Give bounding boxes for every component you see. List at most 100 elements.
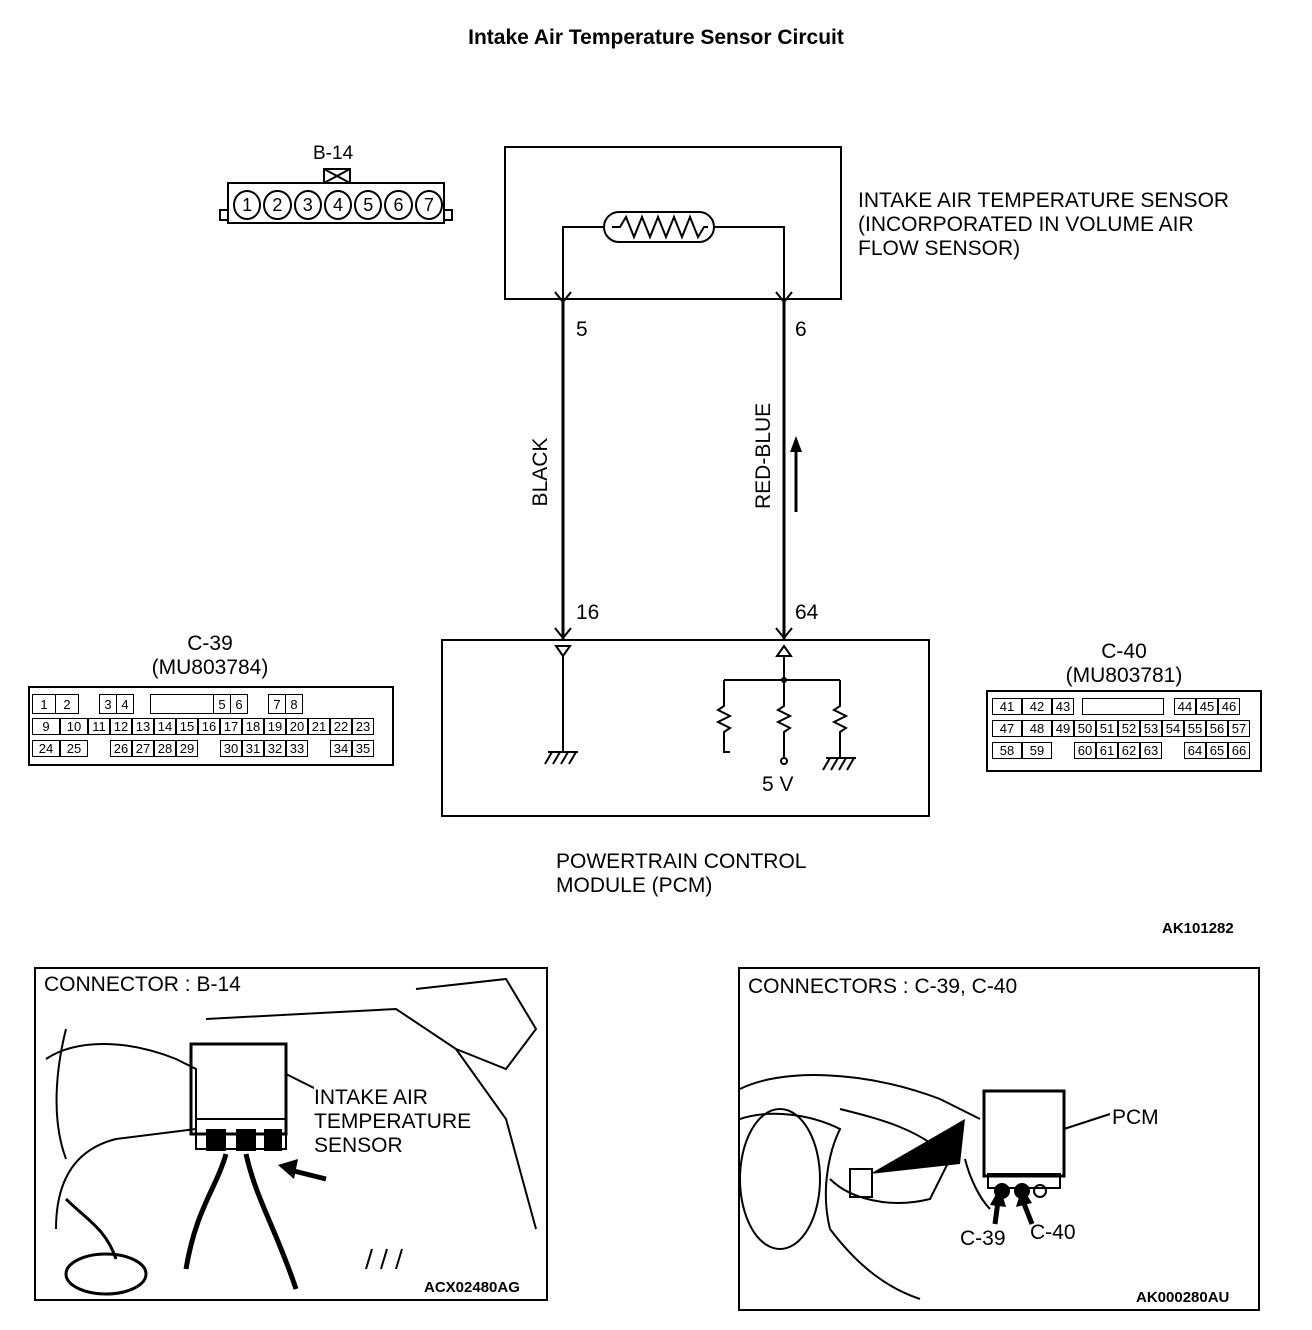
pcm-label-line2: MODULE (PCM) — [556, 874, 713, 897]
c39-pin-table: 1 2 3 4 5 6 7 8 — [32, 694, 303, 714]
c40-pin: 60 — [1074, 742, 1096, 759]
c40-pin: 62 — [1118, 742, 1140, 759]
b14-pin: 5 — [354, 190, 383, 220]
c39-pin: 5 — [213, 694, 231, 714]
c40-pin: 51 — [1096, 720, 1118, 737]
c39-pin: 35 — [352, 740, 374, 757]
c39-pin: 24 — [32, 740, 60, 757]
c39-callout: C-39 — [960, 1227, 1006, 1250]
resistor-left — [715, 680, 733, 753]
c40-pin: 55 — [1184, 720, 1206, 737]
c39-id: C-39 — [187, 632, 233, 655]
c40-pin: 66 — [1228, 742, 1250, 759]
photo-panel-c39-c40: CONNECTORS : C-39, C-40 PCM C-39 C-40 AK… — [738, 967, 1260, 1311]
c39-pin: 10 — [60, 718, 88, 735]
c40-pin: 57 — [1228, 720, 1250, 737]
c39-pin: 18 — [242, 718, 264, 735]
pcm-label-line1: POWERTRAIN CONTROL — [556, 850, 807, 873]
c40-callout: C-40 — [1030, 1221, 1076, 1244]
callout-line3: SENSOR — [314, 1134, 403, 1157]
c40-row2: 47 48 49 50 51 52 53 54 55 56 57 — [992, 720, 1250, 737]
b14-pin: 1 — [233, 190, 262, 220]
c39-pin: 30 — [220, 740, 242, 757]
pointer-icon — [870, 1119, 965, 1174]
c40-pin: 47 — [992, 720, 1022, 737]
c39-pin: 3 — [99, 694, 117, 714]
sensor-box — [504, 146, 842, 300]
callout-line1: INTAKE AIR — [314, 1086, 428, 1109]
sensor-label-line2: (INCORPORATED IN VOLUME AIR — [858, 213, 1194, 236]
photo-panel-b14: CONNECTOR : B-14 INTAKE AIR TEMPERATURE … — [34, 967, 548, 1301]
c39-pin: 25 — [60, 740, 88, 757]
c39-part-number: (MU803784) — [151, 656, 269, 679]
pcm-unit — [982, 1089, 1066, 1178]
c40-row1: 41 42 43 44 45 46 — [992, 698, 1240, 715]
photo-heading-c39-c40: CONNECTORS : C-39, C-40 — [748, 975, 1018, 998]
c39-blank-slot — [150, 694, 214, 714]
c39-pin: 16 — [198, 718, 220, 735]
c39-pin: 17 — [220, 718, 242, 735]
c39-pin: 22 — [330, 718, 352, 735]
c40-connector — [986, 690, 1262, 772]
thermistor-zigzag — [612, 214, 708, 240]
resistor-right — [831, 680, 849, 758]
c40-pin: 59 — [1022, 742, 1052, 759]
resistor-middle — [775, 680, 793, 758]
c39-pin: 13 — [132, 718, 154, 735]
c40-blank-slot — [1082, 698, 1164, 715]
callout-line2: TEMPERATURE — [314, 1110, 472, 1133]
sensor-housing — [189, 1042, 288, 1136]
c39-pin: 2 — [55, 694, 79, 714]
c40-pin: 46 — [1218, 698, 1240, 715]
c39-pin: 29 — [176, 740, 198, 757]
c39-pin: 19 — [264, 718, 286, 735]
c39-pin: 9 — [32, 718, 60, 735]
sensor-wire-right — [714, 226, 785, 299]
diagram-title: Intake Air Temperature Sensor Circuit — [468, 26, 844, 49]
c40-pin: 44 — [1174, 698, 1196, 715]
c40-row3: 58 59 60 61 62 63 64 65 66 — [992, 742, 1250, 759]
sensor-label-line1: INTAKE AIR TEMPERATURE SENSOR — [858, 189, 1230, 212]
pcm-box — [441, 639, 930, 817]
b14-label: B-14 — [313, 143, 354, 164]
engine-illustration — [45, 977, 538, 1296]
c39-pin: 32 — [264, 740, 286, 757]
c40-pin: 58 — [992, 742, 1022, 759]
connector-location-box — [849, 1168, 873, 1198]
c40-label: C-40 (MU803781) — [1024, 640, 1224, 688]
b14-pin: 2 — [263, 190, 292, 220]
c40-pin: 52 — [1118, 720, 1140, 737]
sensor-pin-left: 5 — [576, 318, 588, 341]
c40-pin: 53 — [1140, 720, 1162, 737]
pcm-label: POWERTRAIN CONTROL MODULE (PCM) — [556, 850, 806, 898]
c39-connector — [28, 686, 394, 766]
c39-pin: 15 — [176, 718, 198, 735]
c40-pin: 56 — [1206, 720, 1228, 737]
c40-pin: 45 — [1196, 698, 1218, 715]
c39-row2: 9 10 11 12 13 14 15 16 17 18 19 20 21 22… — [32, 718, 374, 735]
c40-pin: 43 — [1052, 698, 1074, 715]
c39-pin: 12 — [110, 718, 132, 735]
c39-pin: 21 — [308, 718, 330, 735]
photo-heading-b14: CONNECTOR : B-14 — [44, 973, 241, 997]
c40-pin: 42 — [1022, 698, 1052, 715]
c39-pin: 33 — [286, 740, 308, 757]
c39-pin: 1 — [32, 694, 56, 714]
c40-pin: 54 — [1162, 720, 1184, 737]
figure-code: AK101282 — [1162, 920, 1234, 937]
sensor-label-line3: FLOW SENSOR) — [858, 237, 1021, 260]
b14-pin: 3 — [293, 190, 322, 220]
photo-code-left: ACX02480AG — [424, 1279, 520, 1296]
c39-label: C-39 (MU803784) — [110, 632, 310, 680]
c40-pin: 41 — [992, 698, 1022, 715]
c40-pin: 50 — [1074, 720, 1096, 737]
sensor-pin-right: 6 — [795, 318, 807, 341]
c39-pin: 27 — [132, 740, 154, 757]
c39-pin: 4 — [116, 694, 134, 714]
c39-pin: 34 — [330, 740, 352, 757]
c40-pin: 48 — [1022, 720, 1052, 737]
wire-color-red-blue: RED-BLUE — [752, 402, 775, 509]
c39-pin: 20 — [286, 718, 308, 735]
c40-pin: 61 — [1096, 742, 1118, 759]
